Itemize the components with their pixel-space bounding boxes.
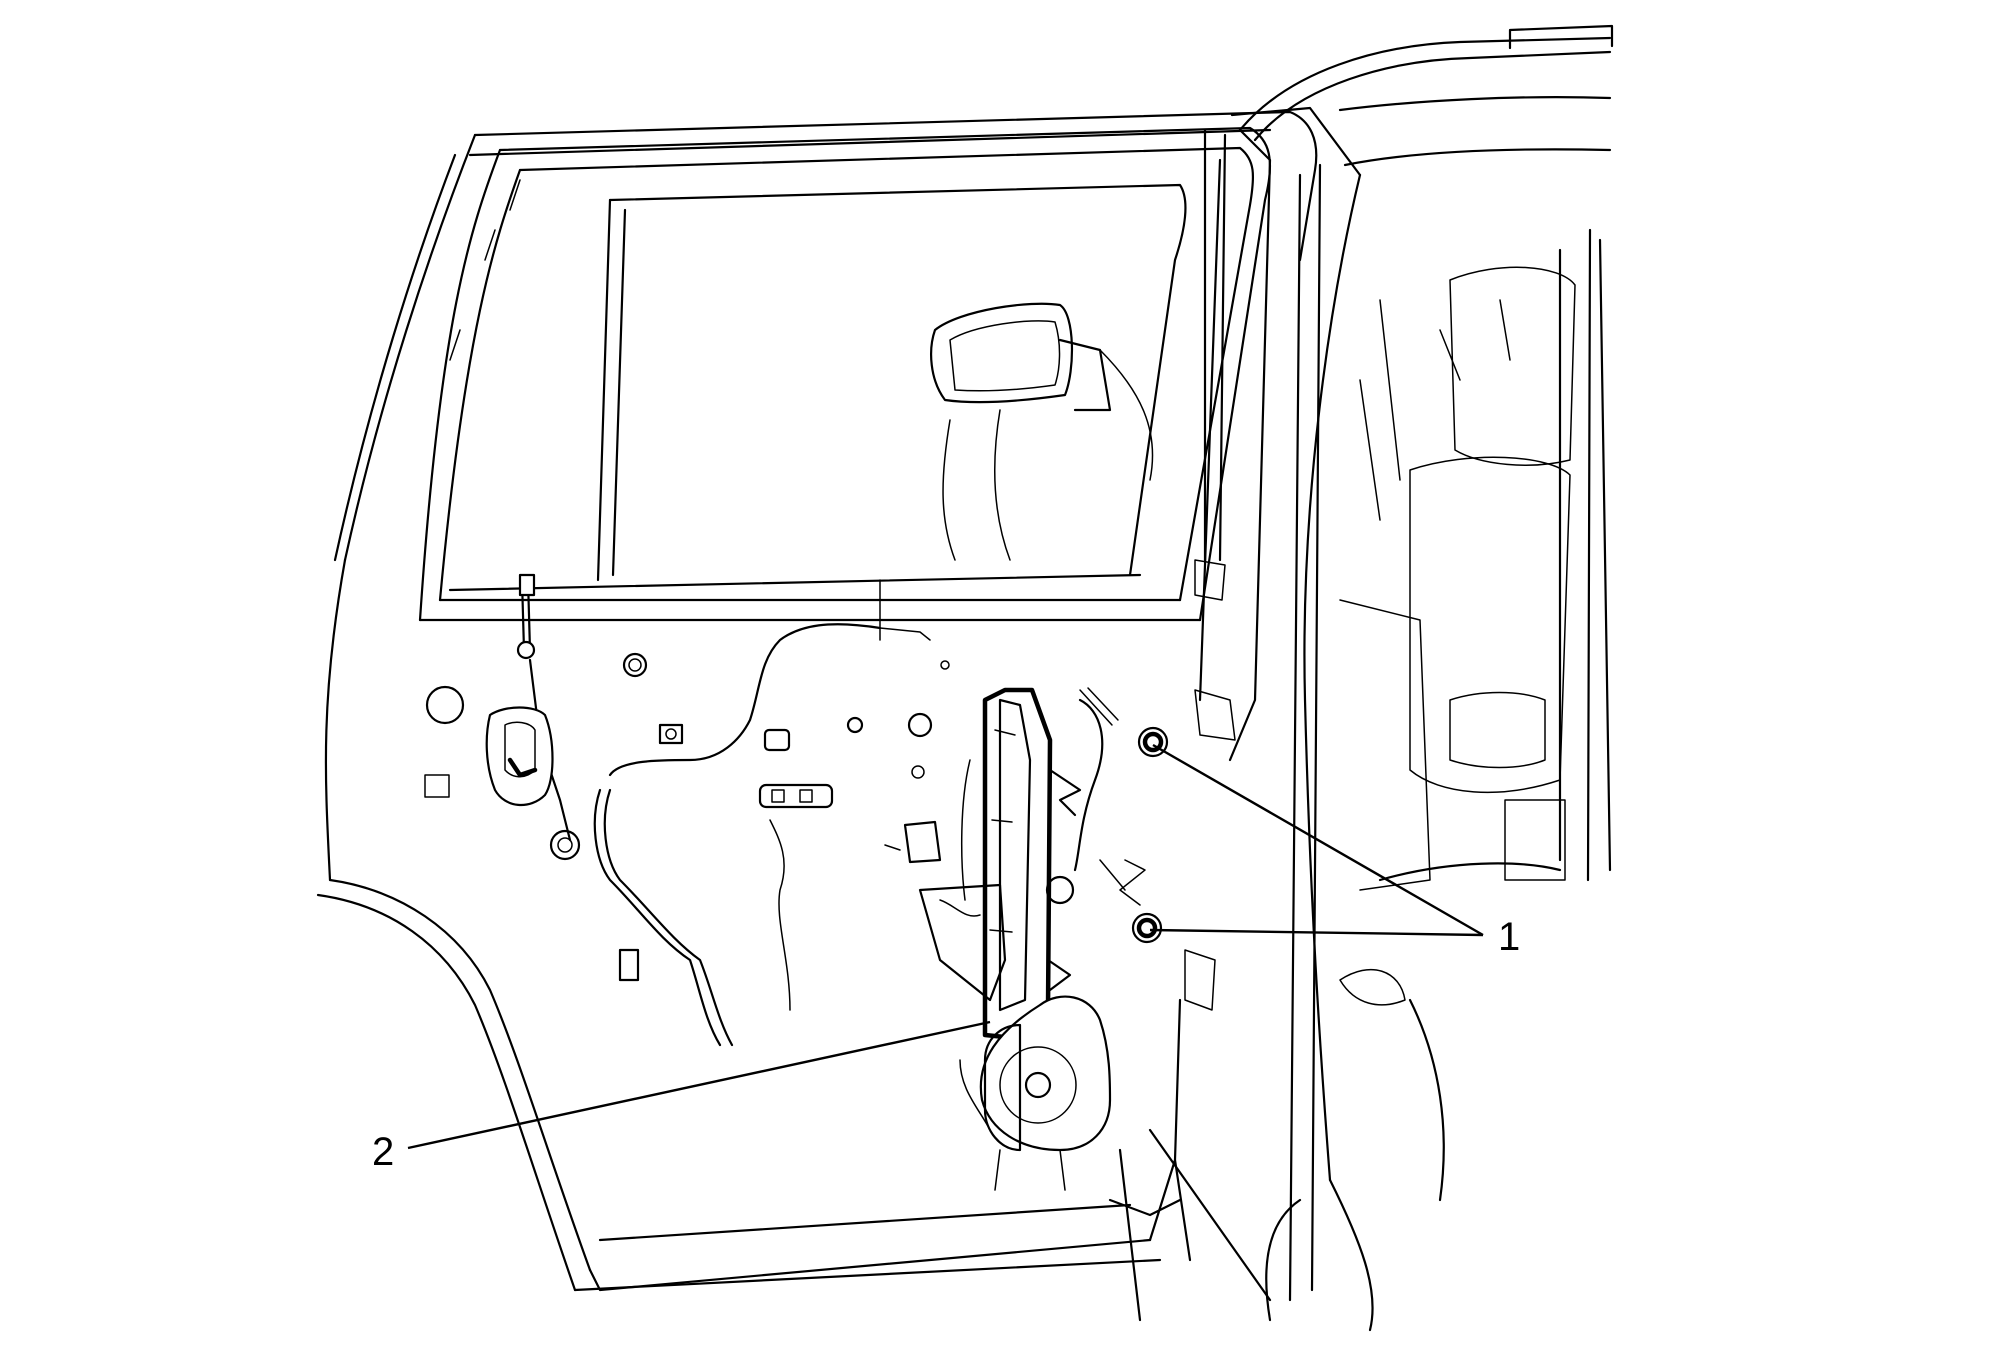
side-mirror (930, 302, 1154, 561)
window-regulator (918, 687, 1146, 1043)
vehicle-body (1230, 24, 1614, 1332)
callout-1-leader-top (1152, 743, 1484, 937)
door-speaker (959, 995, 1112, 1191)
callout-2-leader (407, 1020, 991, 1150)
callout-1: 1 (1149, 743, 1520, 959)
vehicle-seats (1339, 266, 1576, 1006)
fasteners (1079, 687, 1169, 944)
door-inner-panel (424, 573, 971, 1047)
door-shell (316, 110, 1318, 1292)
window-frame (418, 126, 1272, 622)
callout-2-label: 2 (372, 1130, 394, 1174)
callout-2: 2 (372, 1020, 991, 1174)
callout-1-leader-bottom (1149, 928, 1484, 937)
callout-1-label: 1 (1498, 915, 1520, 959)
